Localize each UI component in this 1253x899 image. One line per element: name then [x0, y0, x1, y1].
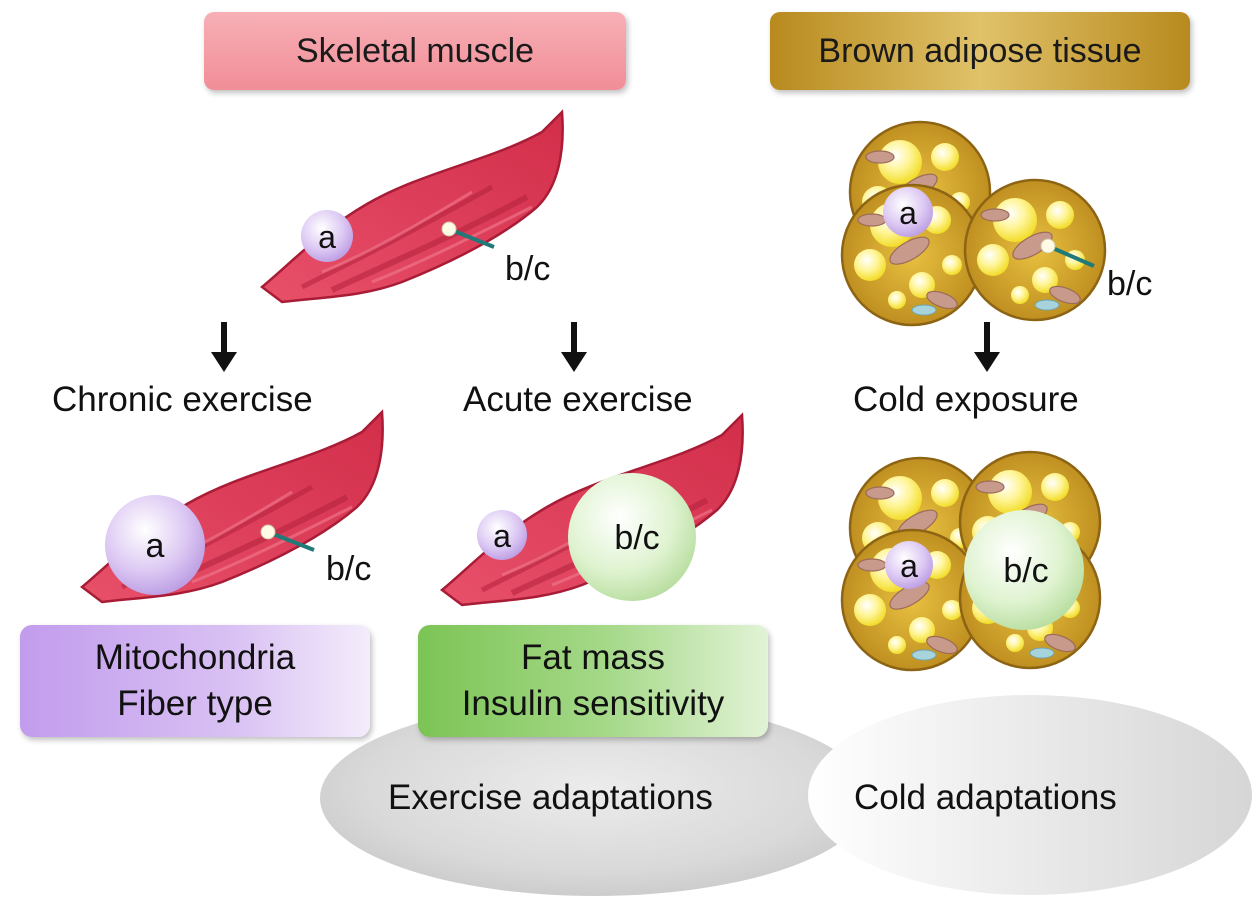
exercise-adaptations-ellipse	[320, 700, 870, 896]
bc-pointer-adipose	[1040, 238, 1095, 268]
marker-a-chronic: a	[105, 495, 205, 595]
marker-a-adipose-top-label: a	[899, 195, 917, 231]
marker-bc-adipose-label: b/c	[1003, 552, 1048, 590]
skeletal-muscle-header: Skeletal muscle	[204, 12, 626, 90]
arrow-down-icon	[211, 322, 237, 372]
marker-a-adipose-bottom-label: a	[900, 548, 918, 584]
bc-pointer-top	[441, 221, 495, 249]
bc-pointer-chronic	[260, 524, 315, 552]
chronic-outcome-line2: Fiber type	[117, 684, 273, 723]
exercise-adaptations-label: Exercise adaptations	[388, 778, 713, 817]
acute-outcome-box: Fat mass Insulin sensitivity	[418, 625, 768, 737]
marker-a-acute: a	[477, 510, 527, 560]
marker-a-adipose-bottom: a	[885, 541, 933, 589]
bc-label-top: b/c	[505, 250, 550, 288]
marker-a-top: a	[301, 210, 353, 262]
cold-adaptations-ellipse	[808, 695, 1252, 895]
chronic-outcome-line1: Mitochondria	[94, 638, 296, 677]
marker-a-top-label: a	[318, 219, 336, 255]
bc-label-chronic: b/c	[326, 550, 371, 588]
marker-a-acute-label: a	[493, 518, 511, 554]
cold-adaptations-label: Cold adaptations	[854, 778, 1117, 817]
brown-adipose-header: Brown adipose tissue	[770, 12, 1190, 90]
acute-outcome-line2: Insulin sensitivity	[461, 684, 725, 723]
marker-bc-acute: b/c	[568, 473, 696, 601]
marker-a-chronic-label: a	[146, 527, 165, 565]
chronic-outcome-box: Mitochondria Fiber type	[20, 625, 370, 737]
marker-bc-adipose: b/c	[964, 510, 1084, 630]
arrow-down-icon	[561, 322, 587, 372]
arrow-down-icon	[974, 322, 1000, 372]
acute-outcome-line1: Fat mass	[521, 638, 665, 677]
adipocyte-cluster-top	[840, 120, 1107, 327]
cold-exposure-label: Cold exposure	[853, 380, 1079, 419]
chronic-exercise-label: Chronic exercise	[52, 380, 313, 419]
bc-label-adipose: b/c	[1107, 265, 1152, 303]
brown-adipose-header-text: Brown adipose tissue	[818, 31, 1142, 70]
marker-a-adipose-top: a	[883, 187, 933, 237]
skeletal-muscle-header-text: Skeletal muscle	[295, 31, 535, 70]
acute-exercise-label: Acute exercise	[463, 380, 693, 419]
marker-bc-acute-label: b/c	[614, 519, 659, 557]
